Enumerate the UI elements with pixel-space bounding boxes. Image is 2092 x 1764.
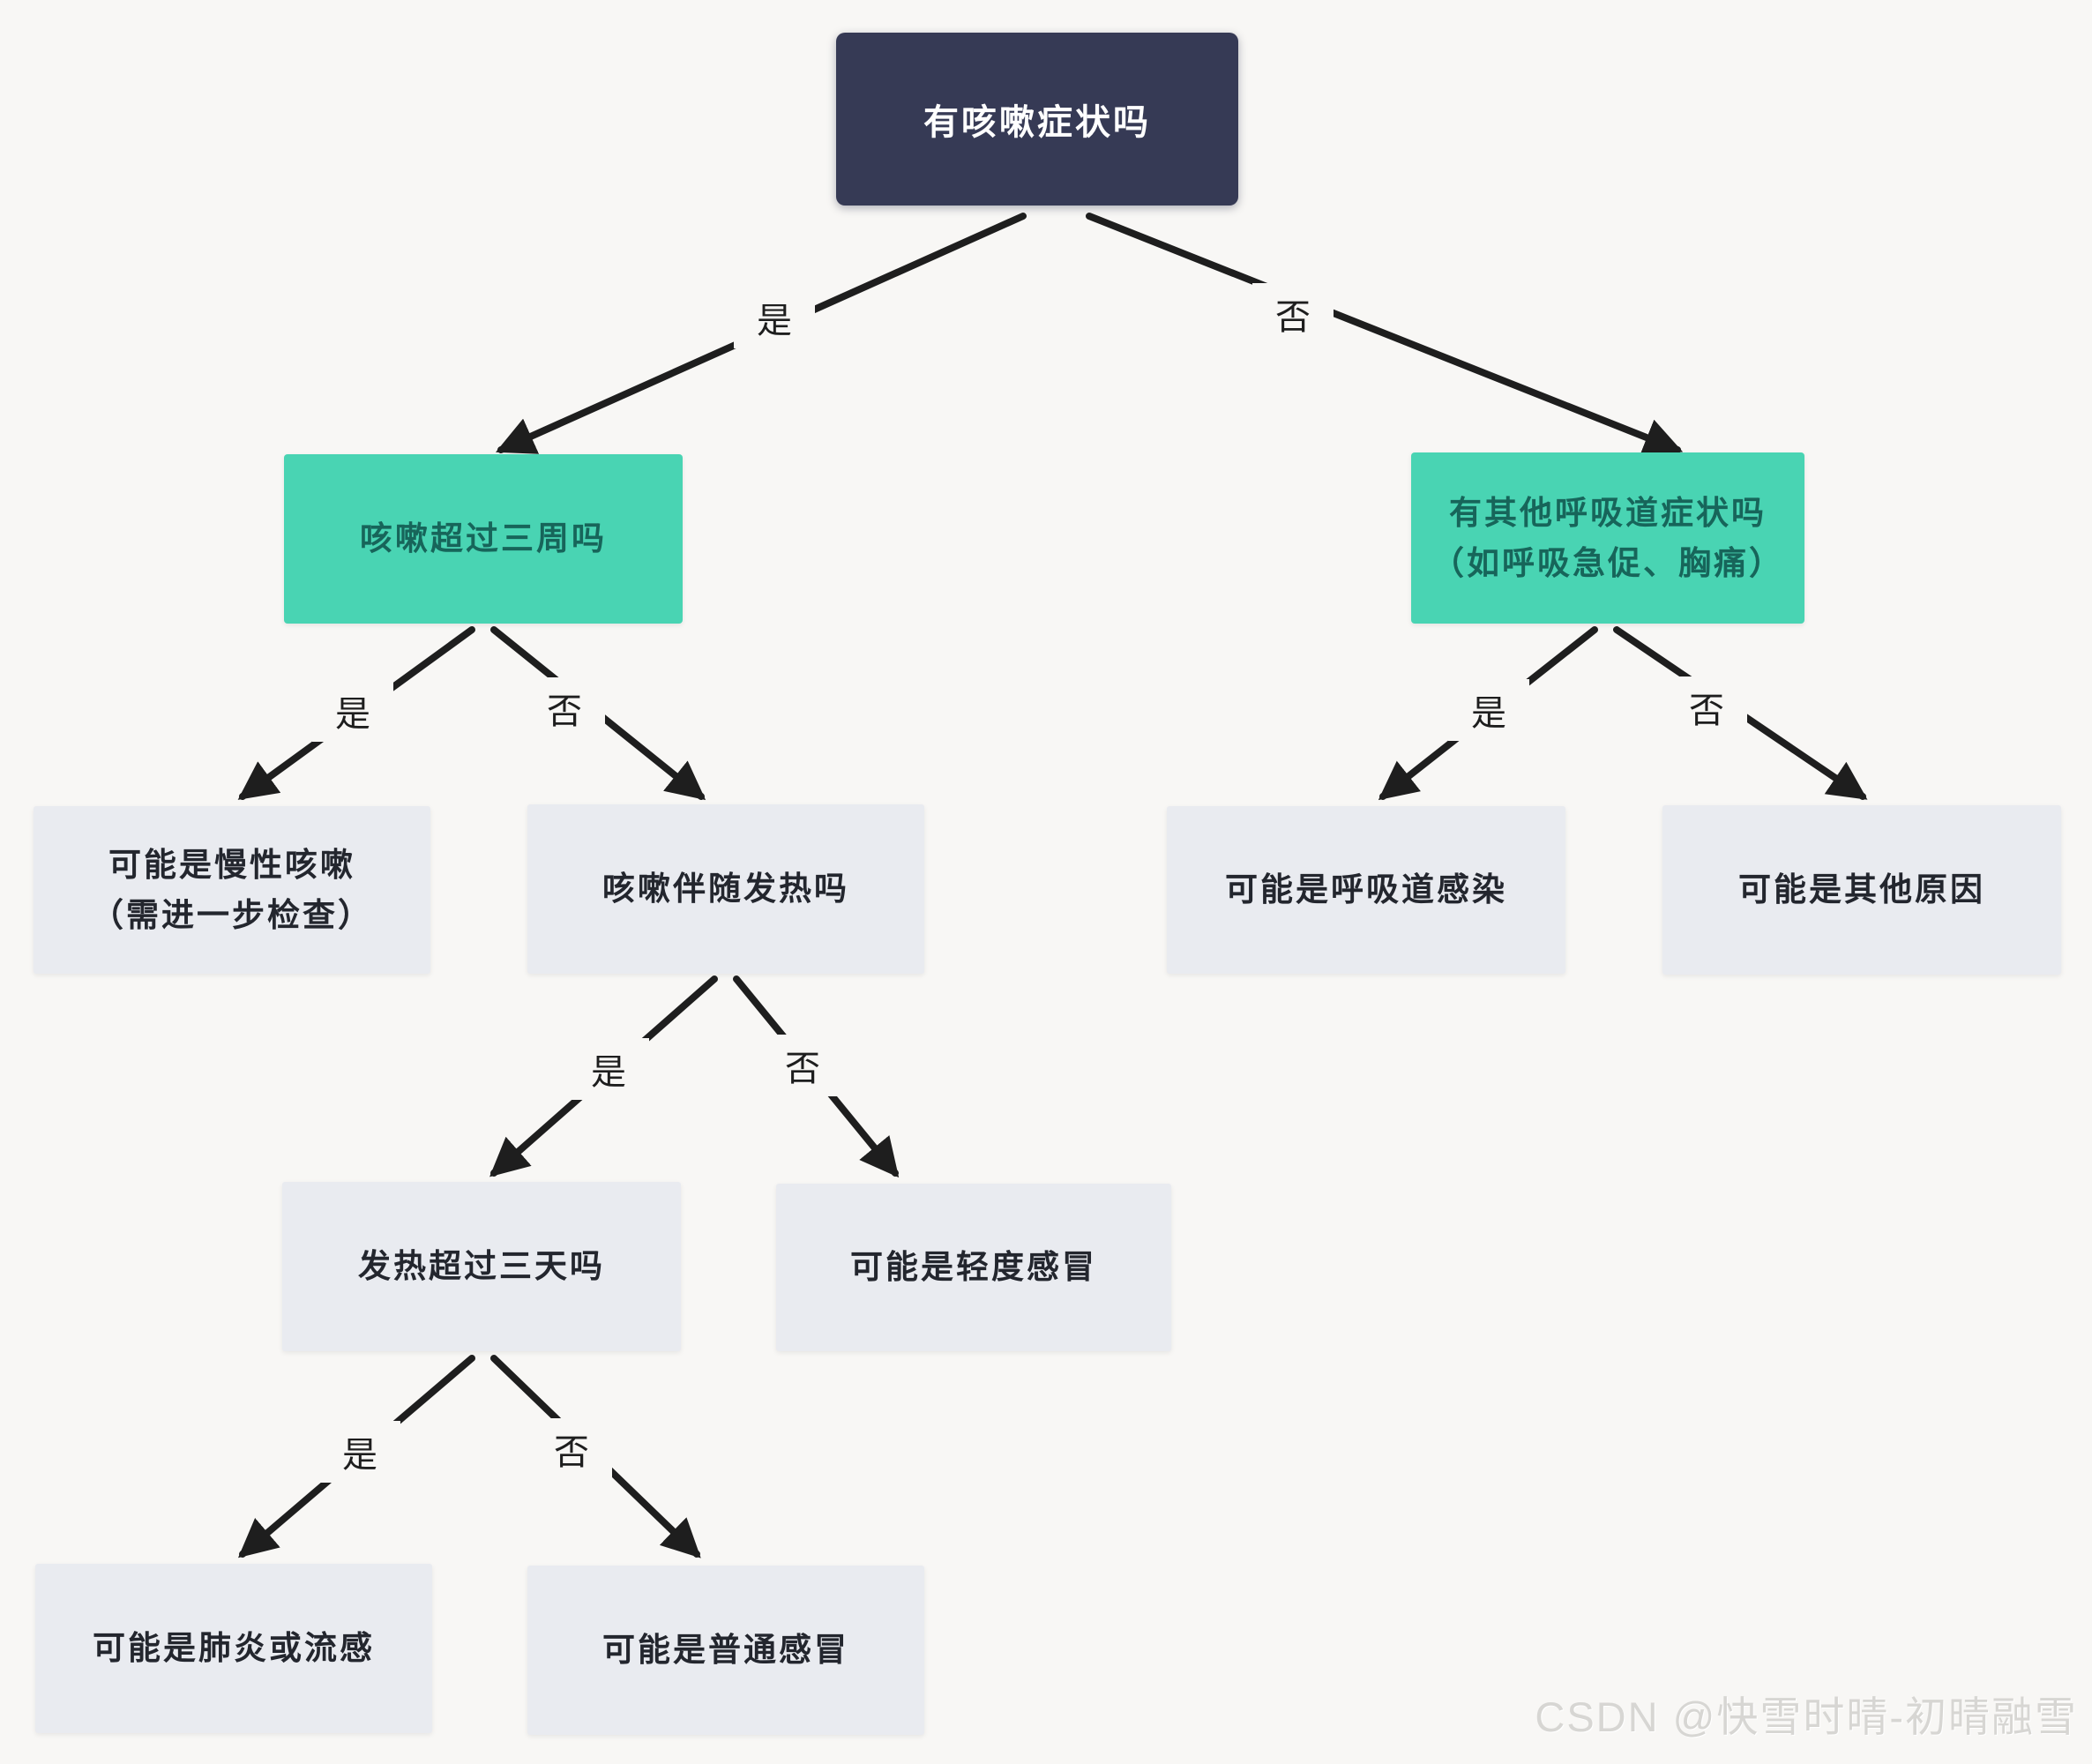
node-other-respiratory-symptoms: 有其他呼吸道症状吗 （如呼吸急促、胸痛）	[1411, 452, 1804, 624]
node-root-has-cough-symptoms: 有咳嗽症状吗	[836, 33, 1238, 206]
node-fever-over-three-days: 发热超过三天吗	[282, 1182, 681, 1351]
node-common-cold: 可能是普通感冒	[527, 1566, 924, 1735]
edge-label-days-yes: 是	[319, 1421, 400, 1483]
node-label: 可能是普通感冒	[602, 1632, 849, 1669]
node-label: 咳嗽伴随发热吗	[602, 871, 849, 908]
node-respiratory-infection: 可能是呼吸道感染	[1167, 806, 1565, 974]
edge-label-root-yes: 是	[734, 287, 815, 348]
edge-label-weeks-yes: 是	[312, 680, 393, 742]
node-pneumonia-or-flu: 可能是肺炎或流感	[35, 1564, 432, 1733]
node-label: 有咳嗽症状吗	[923, 103, 1151, 142]
csdn-watermark: CSDN @快雪时晴-初晴融雪	[1535, 1693, 2078, 1740]
node-label: 可能是其他原因	[1738, 871, 1985, 908]
edge-label-resp-yes: 是	[1448, 679, 1529, 741]
node-label: 咳嗽超过三周吗	[360, 520, 607, 557]
node-other-causes: 可能是其他原因	[1662, 805, 2061, 975]
edge-root-no	[1086, 213, 1684, 456]
edge-label-weeks-no: 否	[524, 677, 605, 739]
node-cough-with-fever: 咳嗽伴随发热吗	[527, 804, 924, 974]
edge-label-resp-no: 否	[1666, 676, 1747, 738]
node-label: 有其他呼吸道症状吗 （如呼吸急促、胸痛）	[1431, 488, 1784, 589]
node-label: 可能是呼吸道感染	[1225, 871, 1507, 908]
node-label: 可能是肺炎或流感	[93, 1630, 375, 1667]
edge-label-fever-yes: 是	[568, 1038, 649, 1100]
edge-label-days-no: 否	[531, 1418, 612, 1480]
node-label-line1: 有其他呼吸道症状吗	[1449, 494, 1767, 531]
node-label: 可能是慢性咳嗽 （需进一步检查）	[91, 840, 373, 941]
node-mild-cold: 可能是轻度感冒	[776, 1184, 1171, 1351]
node-cough-over-three-weeks: 咳嗽超过三周吗	[284, 454, 683, 624]
node-label: 可能是轻度感冒	[850, 1249, 1097, 1286]
node-label-line2: （需进一步检查）	[91, 897, 373, 933]
edge-label-fever-no: 否	[762, 1035, 843, 1096]
node-label-line2: （如呼吸急促、胸痛）	[1431, 545, 1784, 581]
node-label: 发热超过三天吗	[358, 1248, 605, 1285]
edge-label-root-no: 否	[1252, 283, 1334, 345]
node-label-line1: 可能是慢性咳嗽	[108, 846, 355, 883]
node-chronic-cough: 可能是慢性咳嗽 （需进一步检查）	[34, 806, 430, 974]
